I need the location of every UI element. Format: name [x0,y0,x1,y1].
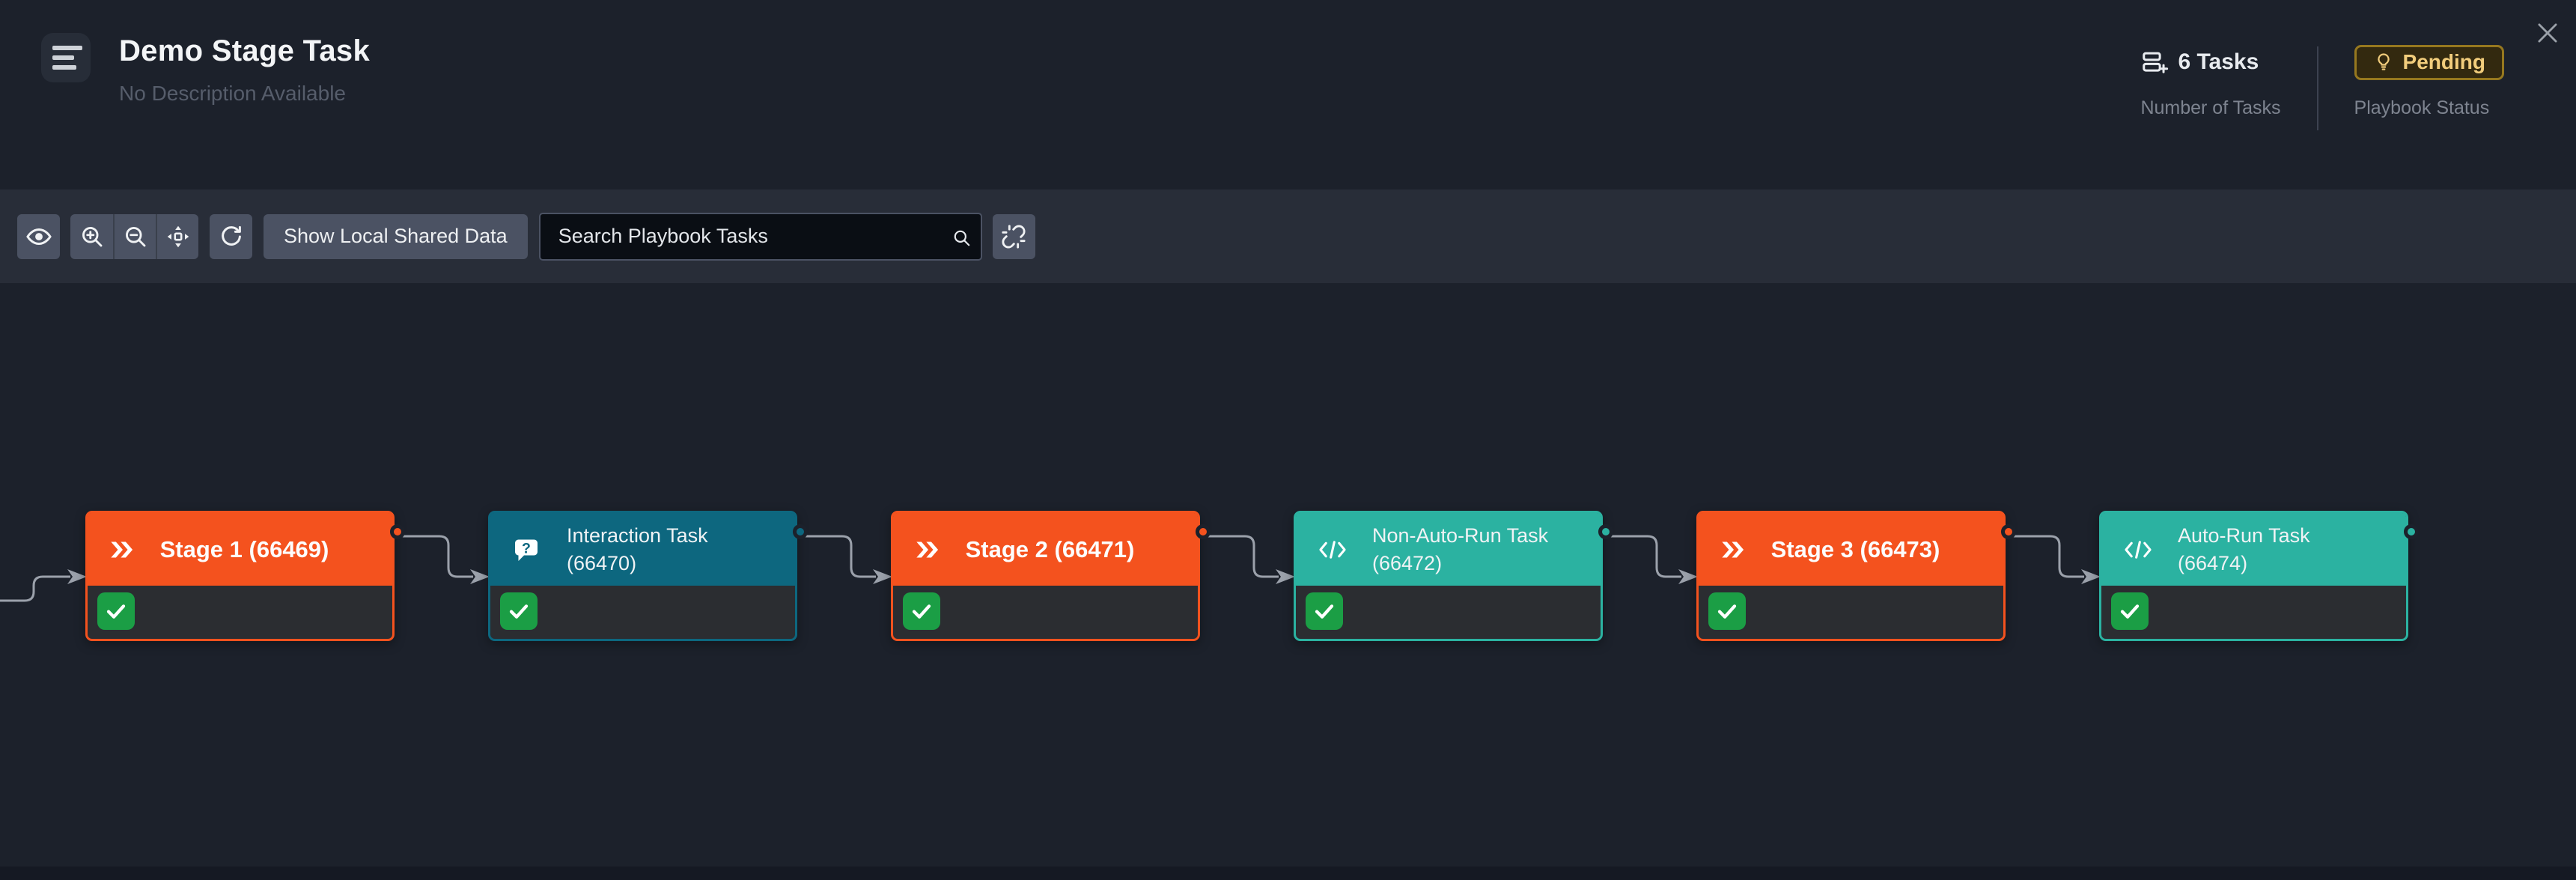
code-icon [1319,540,1346,559]
zoom-controls-group [70,213,198,259]
task-node[interactable]: Stage 1 (66469) [85,511,405,641]
svg-text:?: ? [522,540,531,556]
task-title: Interaction Task (66470) [567,524,708,574]
page-title: Demo Stage Task [119,34,370,67]
task-header: Non-Auto-Run Task (66472) [1296,513,1601,586]
header-stats-divider [2316,46,2318,130]
task-output-port[interactable] [390,524,405,539]
zoom-in-button[interactable] [70,213,113,259]
task-completed-badge [97,592,135,630]
page-subtitle: No Description Available [119,82,346,105]
task-node[interactable]: Auto-Run Task (66474) [2099,511,2419,641]
playbook-menu-icon[interactable] [41,33,91,82]
task-node[interactable]: Non-Auto-Run Task (66472) [1294,511,1613,641]
close-icon[interactable] [2531,16,2564,49]
task-header: Stage 3 (66473) [1699,513,2003,586]
fast-forward-icon [916,541,939,557]
zoom-in-icon [79,223,106,250]
task-body [1296,586,1601,637]
tasks-count-stat: 6 Tasks Number of Tasks [2140,43,2280,119]
task-node[interactable]: ? Interaction Task (66470) [488,511,808,641]
lightbulb-icon [2373,52,2394,73]
edges-svg [0,535,2101,602]
task-header: Stage 1 (66469) [88,513,392,586]
task-title: Auto-Run Task (66474) [2178,524,2310,574]
check-icon [912,604,931,619]
task-completed-badge [500,592,538,630]
unlink-button[interactable] [992,213,1035,259]
tasks-list-icon [2140,48,2169,76]
check-icon [509,604,529,619]
task-output-port[interactable] [2404,524,2419,539]
search-playbook-tasks-input[interactable] [538,212,982,261]
task-header: Stage 2 (66471) [893,513,1198,586]
task-node[interactable]: Stage 3 (66473) [1696,511,2016,641]
check-icon [106,604,126,619]
task-output-port[interactable] [793,524,808,539]
toggle-visibility-button[interactable] [17,213,60,259]
task-output-port[interactable] [1598,524,1613,539]
playbook-header: Demo Stage Task No Description Available… [0,0,2576,189]
task-title: Non-Auto-Run Task (66472) [1372,524,1549,574]
status-badge-text: Pending [2402,50,2485,73]
task-completed-badge [2111,592,2149,630]
check-icon [2120,604,2140,619]
tasks-count-value: 6 Tasks [2178,49,2259,74]
task-title: Stage 2 (66471) [965,535,1135,562]
playbook-status-label: Playbook Status [2354,97,2490,118]
question-bubble-icon: ? [515,539,538,561]
task-node[interactable]: Stage 2 (66471) [891,511,1211,641]
task-output-port[interactable] [1196,524,1211,539]
task-body [88,586,392,637]
task-body [893,586,1198,637]
check-icon [1717,604,1737,619]
fast-forward-icon [111,541,133,557]
zoom-out-icon [122,223,149,250]
refresh-button[interactable] [210,213,252,259]
playbook-status-stat: Pending Playbook Status [2354,43,2504,119]
unlink-icon [1001,224,1026,249]
task-body [1699,586,2003,637]
refresh-icon [218,223,245,250]
playbook-canvas[interactable]: Stage 1 (66469) ? Interaction Task (6647… [0,283,2576,867]
task-header: Auto-Run Task (66474) [2101,513,2406,586]
task-body [2101,586,2406,637]
task-body [490,586,795,637]
eye-icon [25,222,53,251]
fit-to-screen-icon [165,223,192,250]
task-title: Stage 1 (66469) [159,535,329,562]
fast-forward-icon [1722,541,1744,557]
zoom-out-button[interactable] [113,213,156,259]
canvas-toolbar: Show Local Shared Data [0,189,2576,283]
check-icon [1315,604,1334,619]
task-title: Stage 3 (66473) [1770,535,1940,562]
task-completed-badge [903,592,940,630]
task-completed-badge [1306,592,1343,630]
task-header: ? Interaction Task (66470) [490,513,795,586]
status-badge: Pending [2354,44,2504,80]
fit-to-screen-button[interactable] [156,213,198,259]
task-output-port[interactable] [2001,524,2016,539]
bottom-strip [0,867,2576,880]
task-completed-badge [1708,592,1746,630]
show-local-shared-data-button[interactable]: Show Local Shared Data [264,213,528,259]
tasks-count-label: Number of Tasks [2140,97,2281,118]
code-icon [2125,540,2152,559]
